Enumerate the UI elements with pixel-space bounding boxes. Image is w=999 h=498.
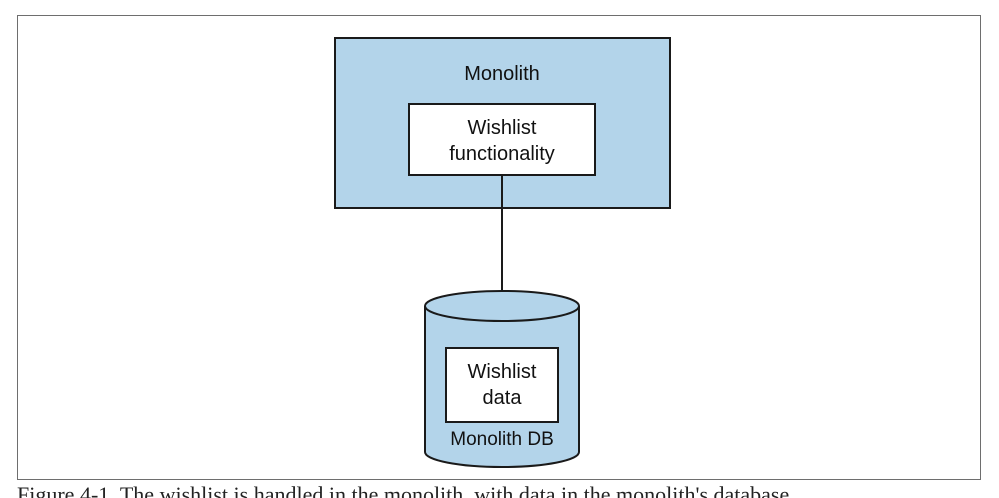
figure-caption: Figure 4-1. The wishlist is handled in t…	[17, 482, 790, 498]
wishlist-functionality-module: Wishlist functionality	[408, 103, 596, 176]
wishlist-data-store: Wishlist data	[445, 347, 559, 423]
wishlist-data-line1: Wishlist	[468, 361, 537, 383]
wishlist-functionality-line1: Wishlist	[468, 117, 537, 139]
monolith-db-label: Monolith DB	[450, 429, 554, 450]
monolith-db-cylinder: Wishlist data Monolith DB	[424, 290, 580, 468]
wishlist-data-box	[445, 347, 559, 423]
db-cylinder-top	[424, 290, 580, 322]
monolith-title: Monolith	[464, 63, 540, 85]
architecture-diagram: Monolith Wishlist functionality Wishlist…	[334, 37, 671, 468]
wishlist-data-line2: data	[483, 387, 523, 409]
wishlist-functionality-box	[408, 103, 596, 176]
wishlist-functionality-line2: functionality	[449, 143, 555, 165]
